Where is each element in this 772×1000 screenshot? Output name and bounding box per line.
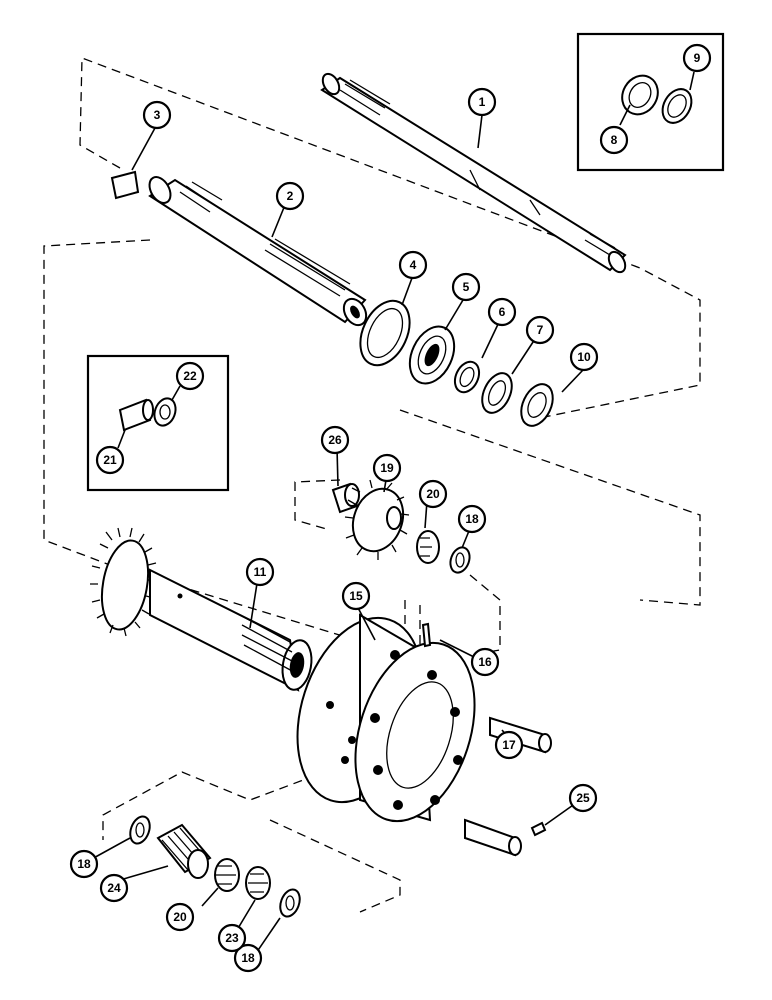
callout-label: 21 <box>103 453 117 467</box>
callout-label: 6 <box>499 305 506 319</box>
shaft-2 <box>148 176 368 327</box>
outline-pto-shaft-group <box>43 239 701 656</box>
washer-7 <box>481 372 513 414</box>
callout-label: 23 <box>225 931 239 945</box>
callout-label: 11 <box>254 565 267 579</box>
callout-22: 22 <box>175 361 205 391</box>
callout-5: 5 <box>451 272 481 302</box>
callout-15: 15 <box>341 581 371 611</box>
callout-label: 7 <box>537 323 544 337</box>
callout-4: 4 <box>398 250 428 280</box>
callout-label: 18 <box>465 512 479 526</box>
callout-3: 3 <box>142 100 172 130</box>
callout-20-lower: 20 <box>165 902 195 932</box>
bushing-26 <box>331 482 360 514</box>
callout-25: 25 <box>568 783 598 813</box>
callout-11: 11 <box>245 557 275 587</box>
washer-18-left <box>129 815 151 845</box>
bearing-23 <box>245 866 271 900</box>
callout-label: 3 <box>154 108 161 122</box>
callout-label: 2 <box>287 189 294 203</box>
carrier-15 <box>296 613 476 823</box>
callout-21: 21 <box>95 445 125 475</box>
callout-label: 18 <box>77 857 91 871</box>
callout-label: 24 <box>107 881 121 895</box>
callout-18-left: 18 <box>69 849 99 879</box>
bearing-20-upper <box>416 530 440 564</box>
callout-label: 15 <box>349 589 363 603</box>
callout-label: 16 <box>478 655 492 669</box>
needle-bearing-10 <box>520 383 554 427</box>
callout-8: 8 <box>599 125 629 155</box>
washer-22 <box>153 397 177 427</box>
outline-lower-gear-group <box>102 769 401 913</box>
callout-23: 23 <box>217 923 247 953</box>
callout-1: 1 <box>467 87 497 117</box>
washer-18-right <box>279 888 301 918</box>
callout-18-upper: 18 <box>457 504 487 534</box>
outline-idler-gear-group <box>294 479 501 656</box>
gear-shaft-11 <box>90 527 313 692</box>
callout-label: 26 <box>328 433 342 447</box>
callout-18-bottom: 18 <box>233 943 263 973</box>
callout-7: 7 <box>525 315 555 345</box>
callout-label: 1 <box>479 95 486 109</box>
callout-10: 10 <box>569 342 599 372</box>
thrust-washer-9 <box>661 88 693 124</box>
snap-ring-6 <box>453 360 481 394</box>
assembly-outlines <box>43 57 701 913</box>
washer-18-upper <box>449 546 471 574</box>
callout-label: 5 <box>463 280 470 294</box>
callout-label: 17 <box>502 738 516 752</box>
callout-17: 17 <box>494 730 524 760</box>
callout-6: 6 <box>487 297 517 327</box>
shaft-17 <box>464 716 552 857</box>
callout-24: 24 <box>99 873 129 903</box>
gear-24 <box>156 823 212 879</box>
pin-16 <box>421 622 432 648</box>
callout-label: 22 <box>183 369 197 383</box>
callout-19: 19 <box>372 453 402 483</box>
callout-label: 20 <box>426 487 440 501</box>
callout-26: 26 <box>320 425 350 455</box>
callout-label: 10 <box>577 350 591 364</box>
callout-2: 2 <box>275 181 305 211</box>
bearing-5 <box>408 325 456 385</box>
callout-label: 9 <box>694 51 701 65</box>
outline-main-shaft-group <box>79 57 701 421</box>
bushing-3 <box>110 170 140 200</box>
callout-label: 25 <box>576 791 590 805</box>
screw-25 <box>530 821 547 837</box>
callout-label: 19 <box>380 461 394 475</box>
seal-4 <box>359 299 411 367</box>
bearing-20-lower <box>214 858 240 892</box>
shaft-1 <box>320 72 627 274</box>
callout-label: 20 <box>173 910 187 924</box>
gear-19 <box>344 479 410 560</box>
callout-20-upper: 20 <box>418 479 448 509</box>
callout-16: 16 <box>470 647 500 677</box>
callout-label: 18 <box>241 951 255 965</box>
callouts: 1 2 3 4 5 6 7 8 9 10 11 15 16 17 18 18 1… <box>69 43 712 973</box>
callout-9: 9 <box>682 43 712 73</box>
callout-label: 8 <box>611 133 618 147</box>
callout-label: 4 <box>410 258 417 272</box>
